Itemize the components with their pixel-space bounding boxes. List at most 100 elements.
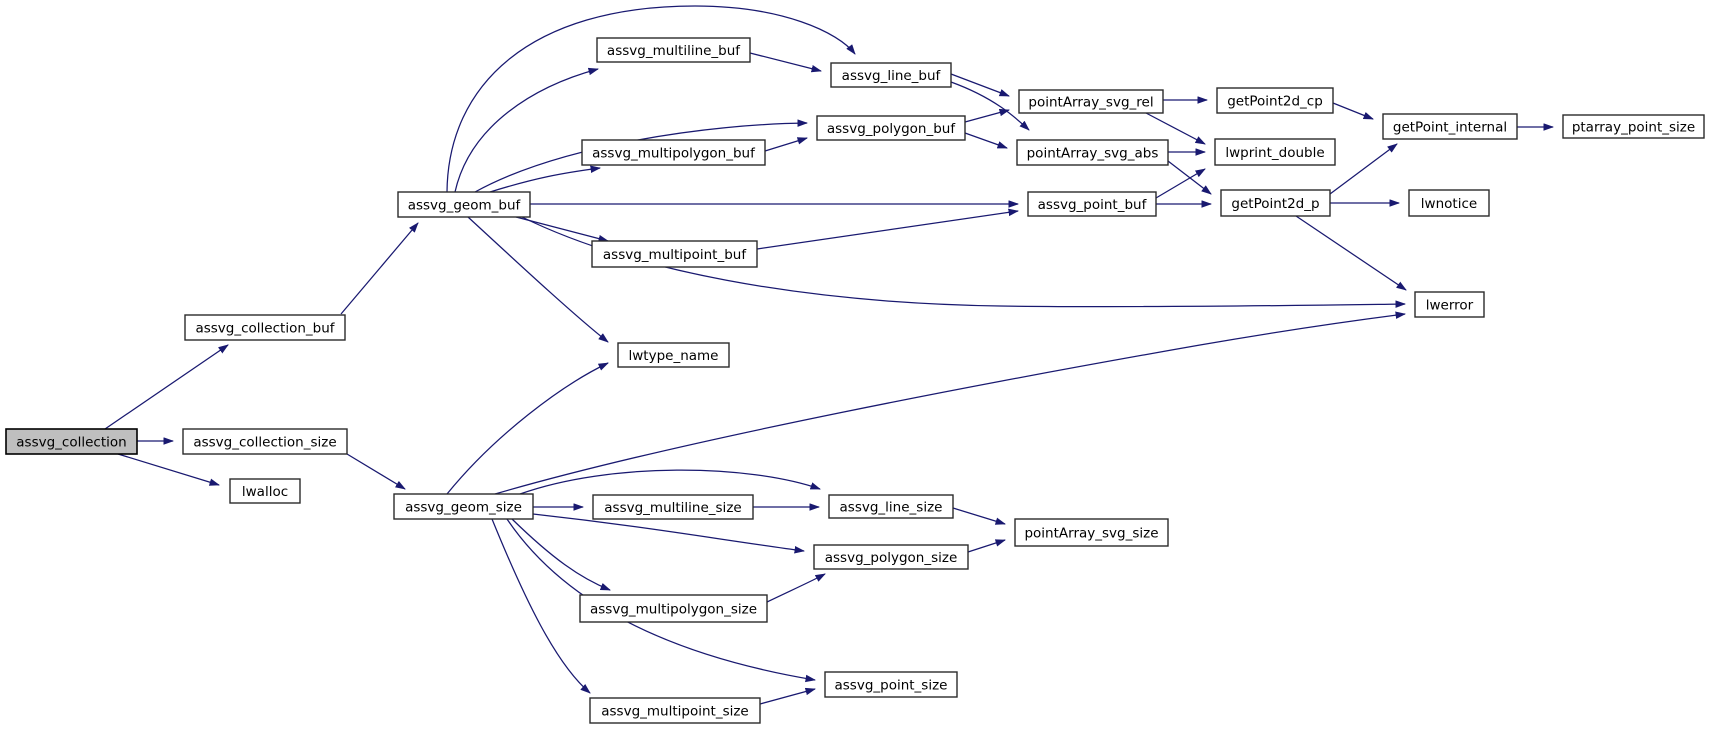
node-assvg_multipolygon_size[interactable]: assvg_multipolygon_size [579, 594, 768, 623]
edge-assvg_line_size--pointArray_svg_size [952, 507, 1006, 525]
node-label-assvg_polygon_buf: assvg_polygon_buf [827, 121, 956, 137]
edge-assvg_multipolygon_buf--assvg_polygon_buf [764, 137, 808, 152]
node-label-pointArray_svg_rel: pointArray_svg_rel [1028, 94, 1153, 110]
edge-assvg_multipoint_size--assvg_point_size [759, 687, 816, 705]
node-assvg_polygon_size[interactable]: assvg_polygon_size [813, 544, 969, 570]
node-label-pointArray_svg_abs: pointArray_svg_abs [1027, 145, 1159, 161]
node-box-pointArray_svg_rel[interactable] [1018, 89, 1164, 114]
node-assvg_line_size[interactable]: assvg_line_size [828, 494, 954, 519]
node-box-lwtype_name[interactable] [617, 342, 730, 368]
node-label-assvg_collection_buf: assvg_collection_buf [195, 320, 335, 336]
edge-assvg_geom_size--lwtype_name [446, 362, 609, 495]
node-box-lwprint_double[interactable] [1214, 138, 1336, 166]
node-box-pointArray_svg_size[interactable] [1014, 518, 1169, 547]
node-label-assvg_multiline_buf: assvg_multiline_buf [607, 43, 741, 59]
node-label-ptarray_point_size: ptarray_point_size [1572, 119, 1695, 135]
node-getPoint2d_cp[interactable]: getPoint2d_cp [1216, 87, 1334, 114]
node-assvg_multipoint_size[interactable]: assvg_multipoint_size [589, 697, 761, 724]
node-label-getPoint2d_p: getPoint2d_p [1231, 196, 1319, 212]
node-box-assvg_geom_buf[interactable] [397, 191, 531, 218]
node-assvg_collection_size[interactable]: assvg_collection_size [182, 428, 348, 455]
node-box-getPoint_internal[interactable] [1382, 113, 1518, 140]
node-box-ptarray_point_size[interactable] [1562, 114, 1705, 139]
node-assvg_multiline_size[interactable]: assvg_multiline_size [592, 494, 754, 520]
node-box-assvg_multiline_buf[interactable] [596, 37, 751, 63]
node-box-assvg_collection_size[interactable] [182, 428, 348, 455]
node-lwprint_double[interactable]: lwprint_double [1214, 138, 1336, 166]
edge-getPoint2d_p--getPoint_internal [1329, 143, 1398, 195]
node-box-lwalloc[interactable] [229, 478, 301, 504]
node-box-assvg_point_size[interactable] [824, 671, 958, 698]
node-lwerror[interactable]: lwerror [1414, 291, 1485, 318]
node-label-lwerror: lwerror [1426, 297, 1474, 313]
edge-assvg_point_buf--lwprint_double [1155, 168, 1206, 199]
edge-assvg_line_buf--pointArray_svg_rel [950, 73, 1010, 97]
node-box-assvg_multipoint_buf[interactable] [591, 240, 758, 268]
node-label-assvg_line_size: assvg_line_size [840, 499, 943, 515]
node-label-assvg_multipoint_size: assvg_multipoint_size [601, 703, 749, 719]
node-label-assvg_point_size: assvg_point_size [834, 677, 947, 693]
node-lwalloc[interactable]: lwalloc [229, 478, 301, 504]
node-box-getPoint2d_cp[interactable] [1216, 87, 1334, 114]
node-pointArray_svg_rel[interactable]: pointArray_svg_rel [1018, 89, 1164, 114]
node-assvg_multipoint_buf[interactable]: assvg_multipoint_buf [591, 240, 758, 268]
node-getPoint2d_p[interactable]: getPoint2d_p [1220, 189, 1331, 217]
edge-assvg_geom_size--assvg_line_size [519, 469, 821, 495]
edge-assvg_collection_size--assvg_geom_size [346, 453, 406, 490]
node-label-lwprint_double: lwprint_double [1225, 145, 1324, 161]
node-assvg_line_buf[interactable]: assvg_line_buf [830, 62, 952, 88]
node-box-lwerror[interactable] [1414, 291, 1485, 318]
edge-assvg_line_buf--pointArray_svg_abs [950, 81, 1030, 131]
node-box-assvg_geom_size[interactable] [393, 493, 534, 520]
node-assvg_multiline_buf[interactable]: assvg_multiline_buf [596, 37, 751, 63]
edge-assvg_geom_size--assvg_multipoint_size [491, 518, 591, 694]
node-label-assvg_multipolygon_size: assvg_multipolygon_size [590, 601, 757, 617]
edge-assvg_collection--lwalloc [117, 453, 220, 486]
edge-assvg_geom_size--assvg_point_size [506, 518, 816, 683]
edge-assvg_multiline_buf--assvg_line_buf [749, 52, 822, 73]
node-assvg_multipolygon_buf[interactable]: assvg_multipolygon_buf [581, 139, 766, 166]
node-assvg_polygon_buf[interactable]: assvg_polygon_buf [816, 115, 966, 141]
node-assvg_geom_size[interactable]: assvg_geom_size [393, 493, 534, 520]
edge-getPoint2d_p--lwerror [1295, 215, 1407, 291]
edge-assvg_geom_size--assvg_polygon_size [532, 513, 805, 554]
node-box-getPoint2d_p[interactable] [1220, 189, 1331, 217]
node-label-assvg_geom_buf: assvg_geom_buf [408, 197, 522, 213]
node-label-assvg_line_buf: assvg_line_buf [842, 68, 942, 84]
node-assvg_point_buf[interactable]: assvg_point_buf [1027, 191, 1157, 217]
node-pointArray_svg_abs[interactable]: pointArray_svg_abs [1016, 139, 1169, 166]
node-box-assvg_multipolygon_size[interactable] [579, 594, 768, 623]
node-lwnotice[interactable]: lwnotice [1408, 189, 1490, 217]
node-label-assvg_multiline_size: assvg_multiline_size [604, 500, 741, 516]
node-box-assvg_multipolygon_buf[interactable] [581, 139, 766, 166]
node-label-lwnotice: lwnotice [1421, 196, 1477, 212]
node-label-assvg_polygon_size: assvg_polygon_size [825, 550, 958, 566]
edge-assvg_polygon_buf--pointArray_svg_abs [964, 132, 1008, 149]
node-getPoint_internal[interactable]: getPoint_internal [1382, 113, 1518, 140]
node-box-assvg_line_size[interactable] [828, 494, 954, 519]
node-box-lwnotice[interactable] [1408, 189, 1490, 217]
node-assvg_collection_buf[interactable]: assvg_collection_buf [184, 314, 346, 341]
node-box-assvg_line_buf[interactable] [830, 62, 952, 88]
node-assvg_point_size[interactable]: assvg_point_size [824, 671, 958, 698]
node-box-assvg_polygon_size[interactable] [813, 544, 969, 570]
edge-assvg_polygon_buf--pointArray_svg_rel [964, 108, 1010, 123]
edge-assvg_geom_buf--assvg_line_buf [446, 5, 856, 193]
node-assvg_geom_buf[interactable]: assvg_geom_buf [397, 191, 531, 218]
edge-assvg_geom_size--lwerror [494, 311, 1406, 495]
node-box-assvg_collection_buf[interactable] [184, 314, 346, 341]
edge-assvg_multipoint_buf--assvg_point_buf [756, 208, 1019, 250]
edge-assvg_geom_buf--lwtype_name [467, 216, 609, 343]
node-box-assvg_polygon_buf[interactable] [816, 115, 966, 141]
node-box-pointArray_svg_abs[interactable] [1016, 139, 1169, 166]
node-lwtype_name[interactable]: lwtype_name [617, 342, 730, 368]
node-ptarray_point_size[interactable]: ptarray_point_size [1562, 114, 1705, 139]
node-box-assvg_multiline_size[interactable] [592, 494, 754, 520]
node-label-assvg_multipolygon_buf: assvg_multipolygon_buf [592, 145, 756, 161]
node-pointArray_svg_size[interactable]: pointArray_svg_size [1014, 518, 1169, 547]
node-box-assvg_multipoint_size[interactable] [589, 697, 761, 724]
node-label-lwtype_name: lwtype_name [629, 348, 719, 364]
node-box-assvg_point_buf[interactable] [1027, 191, 1157, 217]
node-label-assvg_multipoint_buf: assvg_multipoint_buf [603, 247, 747, 263]
